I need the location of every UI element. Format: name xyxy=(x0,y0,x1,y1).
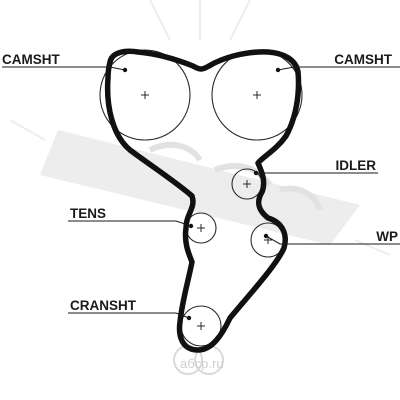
leader-water-pump xyxy=(265,235,400,245)
label-water-pump: WP xyxy=(376,229,398,244)
center-mark-idler xyxy=(243,180,251,188)
leader-lines xyxy=(2,66,400,319)
watermark-site-text: aбcp.ru xyxy=(180,356,224,371)
label-crankshaft: CRANSHT xyxy=(70,298,137,313)
label-camshaft-left: CAMSHT xyxy=(2,52,60,67)
watermark-rays xyxy=(9,0,391,256)
center-mark-camshaft-left xyxy=(141,91,149,99)
leader-camshaft-right xyxy=(277,66,400,71)
leader-camshaft-left xyxy=(2,66,126,71)
leader-tensioner xyxy=(68,220,192,227)
center-mark-tensioner xyxy=(197,224,205,232)
timing-belt xyxy=(104,48,302,353)
label-camshaft-right: CAMSHT xyxy=(334,52,392,67)
component-labels: CAMSHT CAMSHT IDLER TENS WP CRANSHT xyxy=(2,52,398,313)
watermark-brand-logo xyxy=(40,130,360,245)
label-tensioner: TENS xyxy=(70,206,106,221)
leader-crankshaft xyxy=(68,312,190,319)
pulley-camshaft-left xyxy=(99,49,191,141)
center-mark-crankshaft xyxy=(197,322,205,330)
label-idler: IDLER xyxy=(336,158,377,173)
center-mark-camshaft-right xyxy=(253,91,261,99)
